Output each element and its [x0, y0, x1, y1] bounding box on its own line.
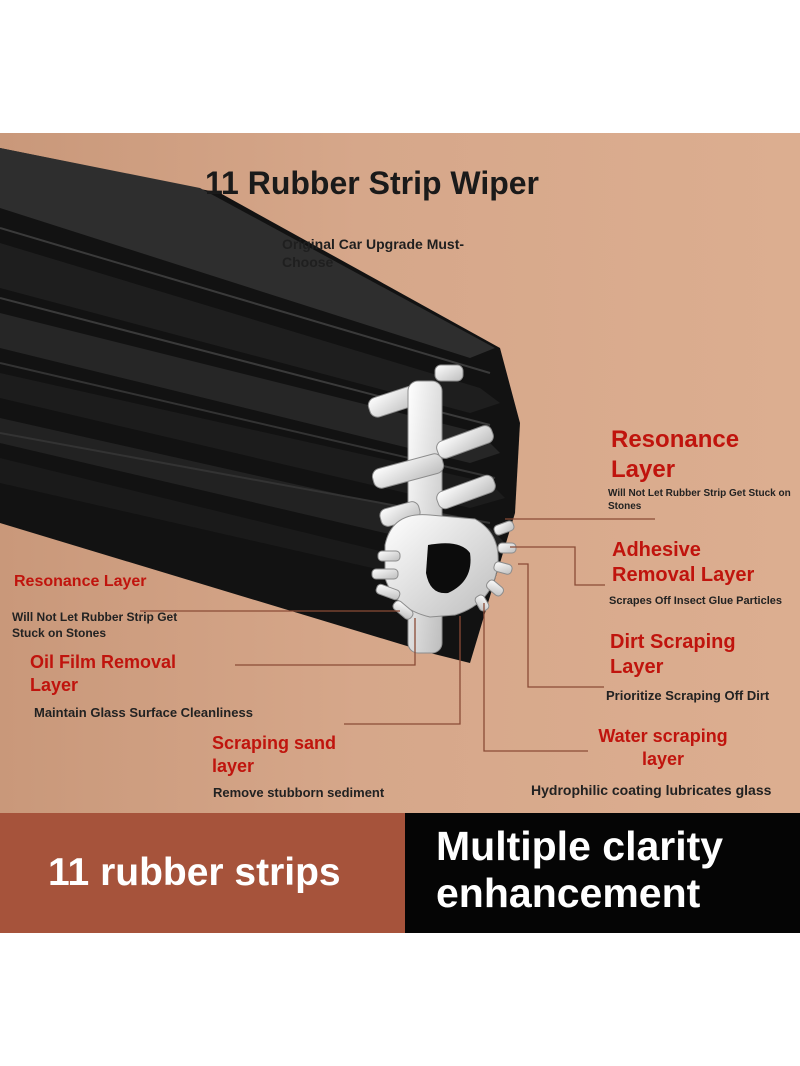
callout-water-desc: Hydrophilic coating lubricates glass: [531, 782, 772, 798]
blade-profile-hollow: [426, 543, 471, 594]
callout-oil-film-desc: Maintain Glass Surface Cleanliness: [34, 705, 253, 720]
callout-water-label: Water scraping layer: [598, 726, 728, 769]
page-subtitle: Original Car Upgrade Must-Choose: [282, 236, 465, 270]
callout-sand-desc: Remove stubborn sediment: [213, 785, 385, 800]
callout-dirt-desc: Prioritize Scraping Off Dirt: [606, 688, 770, 703]
callout-sand-label: Scraping sand layer: [212, 733, 337, 776]
callout-resonance-desc-right: Will Not Let Rubber Strip Get Stuck on S…: [608, 488, 791, 512]
rubber-ridge: [0, 418, 505, 553]
callout-adhesive-desc: Scrapes Off Insect Glue Particles: [609, 595, 783, 607]
rubber-strip-illustration: [0, 148, 655, 752]
callout-resonance-desc-left: Will Not Let Rubber Strip Get Stuck on S…: [12, 610, 178, 640]
callout-resonance-label-right: Resonance Layer: [611, 426, 740, 483]
callout-leader-lines: [140, 518, 655, 752]
rubber-ridge: [0, 243, 500, 413]
callout-dirt-label: Dirt Scraping Layer: [610, 631, 736, 678]
banner-right: Multiple clarity enhancement: [405, 813, 800, 933]
page-title: 11 Rubber Strip Wiper: [205, 165, 539, 201]
rubber-ridge: [0, 458, 470, 588]
banner-left: 11 rubber strips: [0, 813, 405, 933]
rubber-ridge: [0, 313, 500, 463]
product-panel: 11 Rubber Strip Wiper Original Car Upgra…: [0, 133, 800, 933]
callout-adhesive-label: Adhesive Removal Layer: [612, 539, 755, 586]
rubber-ridge: [0, 148, 495, 358]
callout-oil-film-label: Oil Film Removal Layer: [30, 652, 177, 695]
banner-left-text: 11 rubber strips: [48, 851, 341, 894]
callout-resonance-label-left: Resonance Layer: [14, 573, 147, 590]
banner-right-text: Multiple clarity enhancement: [436, 823, 724, 916]
